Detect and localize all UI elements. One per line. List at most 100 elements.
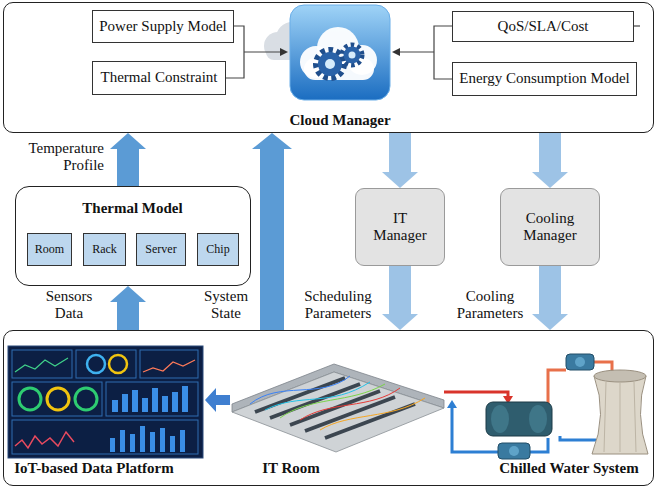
cloud-icon [264, 5, 390, 100]
it-room-picture-part [280, 384, 385, 418]
node-text: QoS/SLA/Cost [498, 18, 589, 35]
cloud-icon-part [316, 50, 344, 78]
dashboard-picture-part [112, 400, 118, 412]
arrow-label: Scheduling Parameters [298, 288, 378, 323]
chilled-water-picture-part [444, 392, 508, 400]
dashboard-picture-part [140, 426, 145, 452]
node-text: Thermal Constraint [100, 69, 217, 86]
dashboard-picture-part [110, 438, 115, 452]
dashboard-picture-part [182, 386, 188, 412]
input-wires-part [399, 51, 434, 52]
text-holder: IoT-based Data Platform [4, 459, 184, 477]
flow-arrow [532, 133, 568, 188]
node-text: Chilled Water System [499, 460, 638, 477]
cloud-icon-part [318, 52, 342, 76]
text-holder: IT Room [246, 459, 336, 477]
infrastructure-panel: IoT-based Data Platform IT Room Chilled Wa… [3, 330, 654, 486]
dashboard-picture-part [132, 390, 138, 412]
chilled-water-picture-part [575, 357, 585, 367]
manager-box: IT Manager [355, 188, 445, 266]
level-box: Chip [197, 233, 239, 266]
dashboard-picture-part [15, 432, 74, 448]
dashboard-picture-part [152, 388, 158, 412]
data-flow-arrow [205, 388, 230, 412]
wire-arrowheads-part [280, 48, 288, 56]
it-room-picture-part [300, 388, 400, 420]
chilled-water-picture-part [548, 370, 566, 404]
it-room-picture-part [232, 372, 444, 452]
chilled-water-picture-part [634, 382, 636, 452]
input-wires-part [244, 51, 281, 52]
chilled-water-picture-part [566, 354, 594, 370]
dashboard-picture-part [170, 436, 175, 452]
it-room-picture [232, 364, 444, 452]
level-box: Rack [83, 233, 126, 266]
flow-arrow [252, 133, 292, 330]
node-text: Power Supply Model [99, 18, 227, 35]
text-holder: Chilled Water System [484, 459, 654, 477]
dashboard-picture-part [143, 360, 195, 372]
model-box: Energy Consumption Model [452, 62, 637, 96]
dashboard-picture-part [140, 350, 198, 378]
dashboard-picture-part [162, 396, 168, 412]
wire-arrowheads [280, 48, 400, 56]
cloud-icon-part [349, 52, 356, 59]
dashboard-picture-part [122, 394, 128, 412]
dashboard-picture-part [8, 346, 203, 458]
chilled-water-picture [444, 354, 648, 459]
chilled-water-picture-part [447, 400, 457, 408]
dashboard-picture-part [15, 358, 68, 372]
data-flow-arrow-part [205, 388, 230, 412]
input-wires-part [434, 26, 452, 79]
node-text: IT Room [262, 460, 320, 477]
dashboard-picture-part [109, 355, 127, 373]
wire-arrowheads-part [392, 48, 400, 56]
dashboard-picture-part [47, 388, 69, 410]
chilled-water-picture-part [529, 405, 547, 433]
dashboard-picture-part [160, 428, 165, 452]
flow-arrow [110, 133, 146, 186]
node-text: Chip [206, 243, 229, 257]
node-text: Rack [92, 243, 117, 257]
flow-arrow [532, 266, 568, 330]
chilled-water-picture-part [592, 376, 648, 454]
cloud-icon-part [290, 5, 390, 100]
dashboard-picture-part [106, 382, 198, 416]
dashboard-picture-part [150, 432, 155, 452]
dashboard-picture-part [87, 355, 105, 373]
cloud-icon-part [325, 59, 335, 69]
dashboard-picture-part [19, 388, 41, 410]
arrow-label: Cooling Parameters [450, 288, 530, 323]
node-text: Room [35, 243, 64, 257]
level-box: Server [136, 233, 186, 266]
flow-arrow [110, 286, 146, 330]
node-text: Cloud Manager [289, 112, 390, 129]
it-room-picture-part [320, 398, 425, 430]
node-text: Server [145, 243, 176, 257]
chilled-water-picture-part [498, 443, 530, 459]
dashboard-picture-part [75, 388, 97, 410]
node-text: IoT-based Data Platform [14, 460, 173, 477]
dashboard-picture-part [180, 430, 185, 452]
thermal-model-group: Thermal ModelRoomRackServerChip [15, 186, 251, 286]
dashboard-picture-part [12, 382, 102, 416]
dashboard-picture-part [120, 430, 125, 452]
chilled-water-picture-part [604, 382, 606, 452]
chilled-water-picture-part [560, 436, 596, 440]
dashboard-picture-part [12, 420, 198, 454]
dashboard-picture-part [142, 398, 148, 412]
chilled-water-picture-part [486, 402, 552, 436]
qos-box: QoS/SLA/Cost [452, 11, 634, 42]
dashboard-picture-part [172, 392, 178, 412]
cloud-icon-part [344, 47, 361, 64]
input-wires-part [634, 25, 640, 26]
dashboard-picture [8, 346, 203, 458]
text-holder: Cloud Manager [272, 111, 408, 129]
cloud-manager-panel: Cloud Manager Power Supply ModelThermal C… [3, 2, 654, 133]
node-text: IT Manager [370, 210, 430, 245]
flow-arrow [382, 133, 418, 188]
chilled-water-picture-part [509, 446, 519, 456]
arrow-label: System State [196, 288, 256, 323]
model-box: Power Supply Model [92, 10, 234, 43]
